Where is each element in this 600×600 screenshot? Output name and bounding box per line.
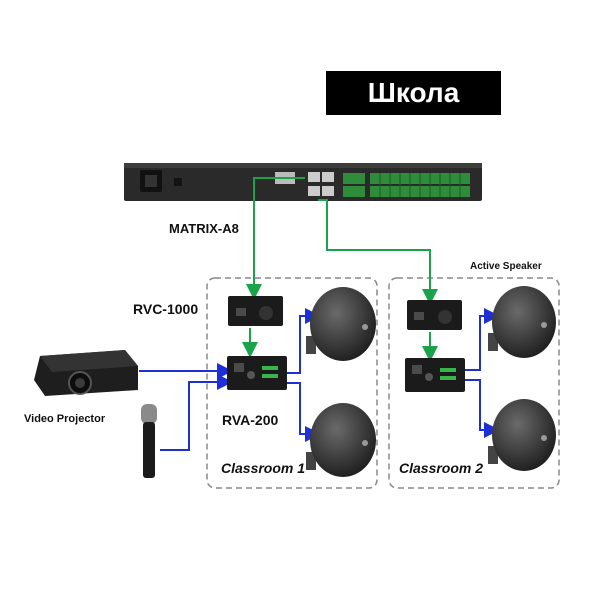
speaker-1b [306,403,376,477]
speaker-2a [488,286,556,358]
matrix-a8-device [124,163,482,201]
network-lines [242,177,438,362]
classroom-2-label: Classroom 2 [399,460,484,476]
audio-lines [139,308,500,451]
rva-200-label: RVA-200 [222,412,279,428]
classroom-2-zone [388,277,560,489]
page-title: Школа [326,71,501,115]
video-projector [34,350,138,396]
classroom-1-zone [206,277,378,489]
rvc-1000-panel-2 [407,300,462,330]
rva-200-amplifier-2 [405,358,465,392]
microphone [141,404,157,478]
matrix-a8-label: MATRIX-A8 [169,221,239,236]
rva-200-amplifier-1 [227,356,287,390]
speaker-1a [306,287,376,361]
rvc-1000-panel-1 [228,296,283,326]
speaker-2b [488,399,556,471]
video-projector-label: Video Projector [24,413,106,425]
classroom-1-label: Classroom 1 [221,460,306,476]
rvc-1000-label: RVC-1000 [133,301,199,317]
active-speaker-label: Active Speaker [470,261,542,272]
